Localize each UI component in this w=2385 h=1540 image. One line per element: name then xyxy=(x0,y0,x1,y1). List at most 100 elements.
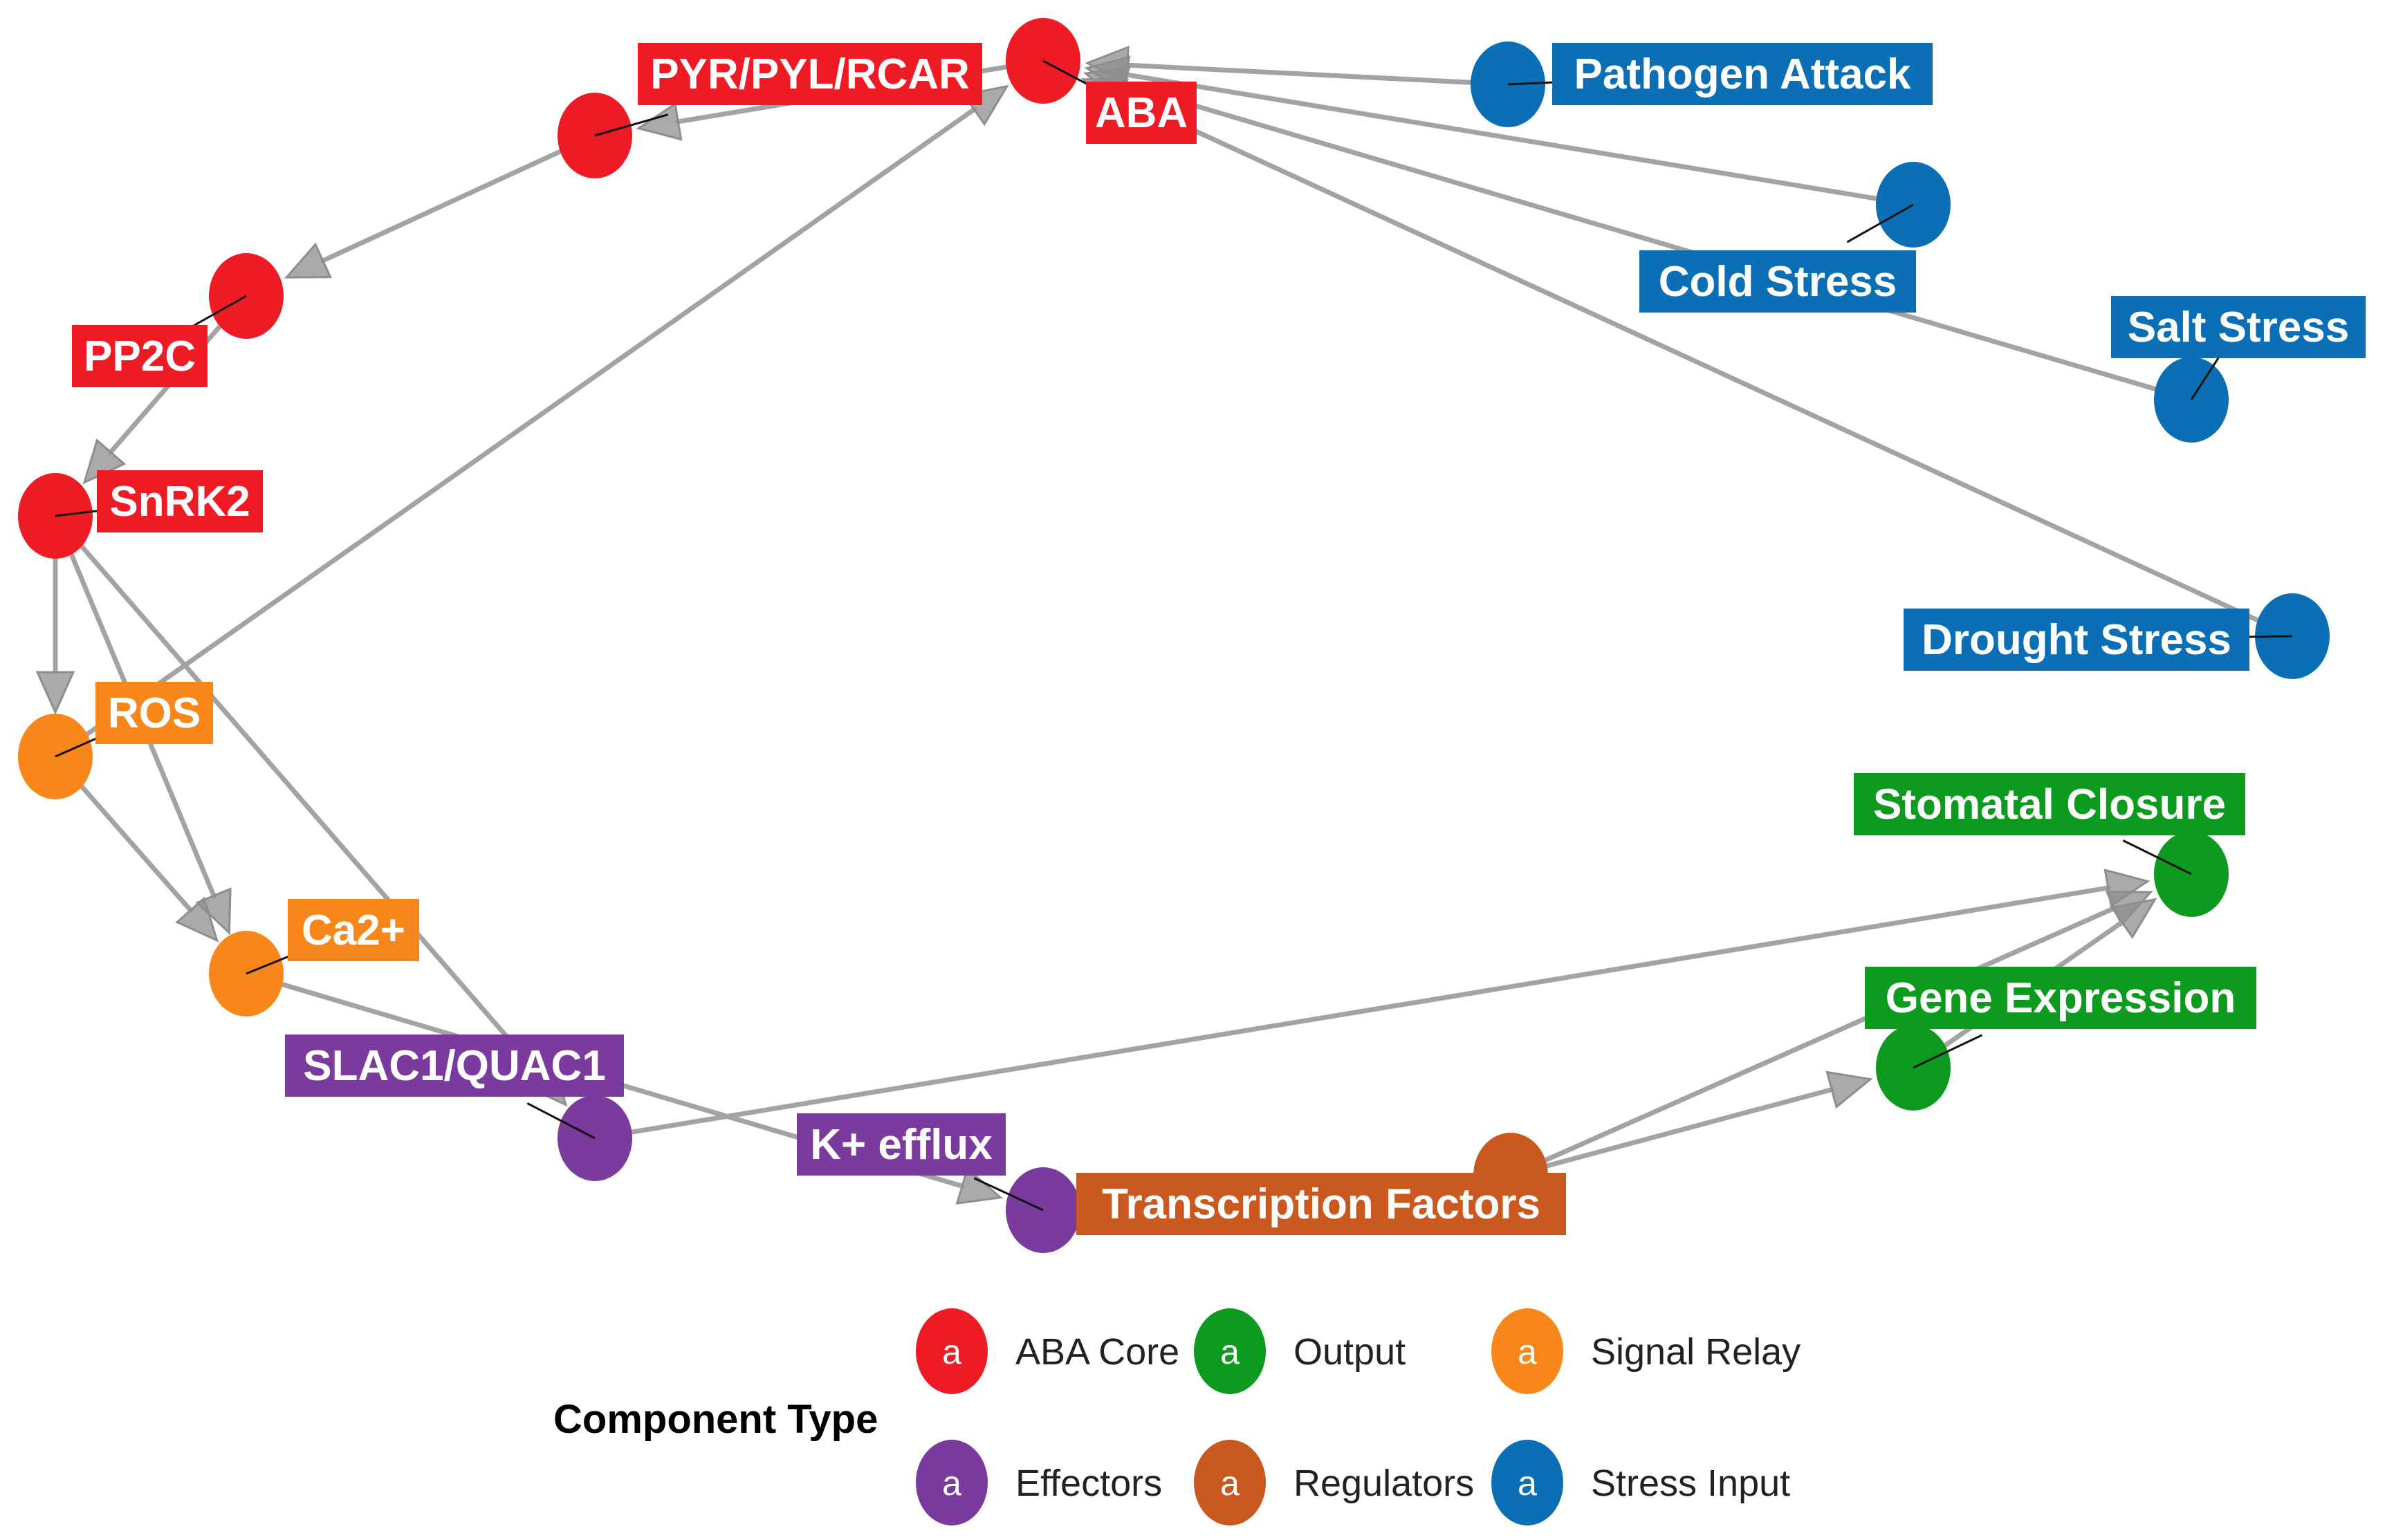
label-text: PYR/PYL/RCAR xyxy=(650,50,970,98)
edge-pyr-to-pp2c xyxy=(284,133,598,279)
edge-tf-to-gene xyxy=(1508,1070,1873,1178)
legend-item-relay: a Signal Relay xyxy=(1491,1308,1801,1394)
legend-item-regulators: a Regulators xyxy=(1194,1440,1474,1525)
edge-line xyxy=(1117,93,2295,639)
node-label-pyr: PYR/PYL/RCAR xyxy=(638,43,982,105)
label-text: Pathogen Attack xyxy=(1574,50,1911,98)
label-box xyxy=(288,899,419,961)
label-box xyxy=(1552,43,1933,105)
label-text: ABA xyxy=(1095,89,1188,137)
label-box xyxy=(638,43,982,105)
label-leader-line xyxy=(1913,1034,1983,1069)
edge-line xyxy=(53,106,977,759)
label-box xyxy=(72,325,208,387)
legend-label: Stress Input xyxy=(1591,1463,1790,1504)
label-text: Transcription Factors xyxy=(1102,1180,1540,1228)
legend-key-letter: a xyxy=(1220,1333,1240,1371)
edge-arrowhead xyxy=(636,102,683,141)
edge-arrowhead xyxy=(284,242,333,279)
label-leader-line xyxy=(594,113,669,137)
node-label-drought: Drought Stress xyxy=(1904,609,2249,671)
node-label-gene: Gene Expression xyxy=(1865,967,2256,1029)
edge-line xyxy=(592,885,2111,1141)
legend-key-letter: a xyxy=(942,1464,961,1503)
legend-label: Regulators xyxy=(1293,1463,1474,1504)
label-text: SLAC1/QUAC1 xyxy=(303,1042,606,1090)
legend-swatch xyxy=(1194,1440,1266,1525)
label-text: Gene Expression xyxy=(1886,974,2236,1022)
label-box xyxy=(1639,250,1916,313)
node-label-tf: Transcription Factors xyxy=(1076,1173,1566,1235)
node-label-pp2c: PP2C xyxy=(72,325,208,387)
legend-label: Output xyxy=(1293,1331,1406,1373)
edge-arrowhead xyxy=(1825,1070,1873,1109)
legend-item-stress: a Stress Input xyxy=(1491,1440,1790,1525)
label-text: SnRK2 xyxy=(109,478,250,526)
edge-arrowhead xyxy=(35,671,75,715)
legend-label: ABA Core xyxy=(1015,1331,1179,1373)
label-box xyxy=(2111,296,2366,358)
legend-swatch xyxy=(1491,1308,1563,1394)
label-text: Ca2+ xyxy=(302,907,405,954)
legend-item-output: a Output xyxy=(1194,1308,1406,1394)
legend-label: Effectors xyxy=(1015,1463,1162,1504)
label-text: K+ efflux xyxy=(810,1121,993,1169)
label-leader-line xyxy=(1846,203,1914,243)
node-label-aba: ABA xyxy=(1086,82,1197,144)
legend-label: Signal Relay xyxy=(1591,1331,1801,1373)
label-text: Drought Stress xyxy=(1922,616,2231,664)
edge-line xyxy=(1125,62,1511,87)
label-text: PP2C xyxy=(84,333,196,380)
legend-key-letter: a xyxy=(1220,1464,1240,1503)
legend-key-letter: a xyxy=(1518,1464,1537,1503)
edge-line xyxy=(1508,1087,1834,1178)
label-box xyxy=(97,470,263,532)
node-label-pathogen: Pathogen Attack xyxy=(1552,43,1933,105)
edge-arrowhead xyxy=(175,896,219,943)
node-label-salt: Salt Stress xyxy=(2111,296,2366,358)
legend-key-letter: a xyxy=(942,1333,961,1371)
node-label-cold: Cold Stress xyxy=(1639,250,1916,313)
edge-line xyxy=(1121,82,2194,402)
label-box xyxy=(1854,773,2245,835)
node-label-snrk2: SnRK2 xyxy=(97,470,263,532)
legend-item-effectors: a Effectors xyxy=(916,1440,1162,1525)
edge-ros-to-aba xyxy=(53,84,1009,759)
edge-salt-to-aba xyxy=(1083,66,2194,402)
node-label-kefflux: K+ efflux xyxy=(797,1113,1006,1176)
label-leader-line xyxy=(2122,839,2192,875)
label-leader-line xyxy=(973,1177,1044,1212)
label-text: Stomatal Closure xyxy=(1873,781,2226,828)
label-box xyxy=(1076,1173,1566,1235)
legend-swatch xyxy=(916,1440,988,1525)
legend-item-core: a ABA Core xyxy=(916,1308,1179,1394)
edge-line xyxy=(1123,72,1916,207)
node-label-ros: ROS xyxy=(95,682,213,744)
edge-line xyxy=(1508,905,2117,1178)
legend-key-letter: a xyxy=(1518,1333,1537,1371)
legend-swatch xyxy=(916,1308,988,1394)
legend-swatch xyxy=(1194,1308,1266,1394)
edge-snrk2-to-slac xyxy=(53,513,568,1107)
label-box xyxy=(1086,82,1197,144)
label-leader-line xyxy=(526,1102,596,1140)
label-box xyxy=(285,1035,624,1097)
label-text: Salt Stress xyxy=(2128,304,2350,351)
label-box xyxy=(1904,609,2249,671)
legend: Component Type a ABA Core a Output a Signal R… xyxy=(553,1308,1801,1525)
edge-drought-to-aba xyxy=(1080,78,2295,639)
label-box xyxy=(1865,967,2256,1029)
label-text: Cold Stress xyxy=(1659,258,1897,306)
label-text: ROS xyxy=(108,689,201,737)
edge-line xyxy=(320,133,598,263)
node-label-ca: Ca2+ xyxy=(288,899,419,961)
label-box xyxy=(95,682,213,744)
legend-title: Component Type xyxy=(553,1397,878,1442)
label-box xyxy=(797,1113,1006,1176)
edge-arrowhead xyxy=(2110,898,2157,939)
edge-line xyxy=(53,513,542,1077)
